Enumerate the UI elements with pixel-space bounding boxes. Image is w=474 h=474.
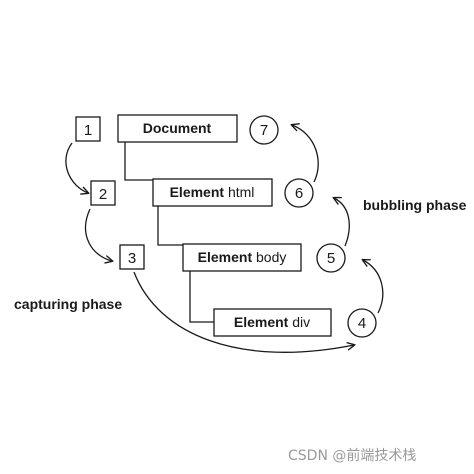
bubble-step-7-circle <box>249 115 279 145</box>
element-div-prefix: Element <box>234 314 289 330</box>
element-document-label: Document <box>143 120 212 136</box>
element-div: Element div <box>213 308 332 337</box>
capturing-phase-label: capturing phase <box>14 296 122 312</box>
bubble-step-7-number: 7 <box>260 122 268 139</box>
element-body-suffix: body <box>252 249 286 265</box>
bubbling-arrows <box>290 123 384 314</box>
arrow-bubble-5-to-6 <box>332 196 350 247</box>
arrow-bubble-6-to-7 <box>290 123 319 183</box>
element-html-label: Element html <box>170 184 255 200</box>
arrow-capture-2-to-3 <box>84 208 114 264</box>
bubble-step-5-circle <box>316 243 346 273</box>
element-body-label: Element body <box>198 249 287 265</box>
element-div-suffix: div <box>288 314 310 330</box>
element-html-box <box>152 178 273 207</box>
tree-connectors <box>124 141 214 323</box>
csdn-watermark: CSDN @前端技术栈 <box>288 447 416 464</box>
capture-step-1-number: 1 <box>84 122 92 139</box>
capture-step-3-number: 3 <box>128 250 136 267</box>
connector-body-div <box>189 271 214 323</box>
connector-html-body <box>157 206 183 246</box>
bubble-step-4-circle <box>347 308 377 338</box>
element-body-prefix: Element <box>198 249 253 265</box>
capture-step-1: 1 <box>75 116 101 142</box>
bubble-step-6-circle <box>284 178 314 208</box>
capture-step-2-number: 2 <box>99 186 107 203</box>
capture-step-1-box <box>75 116 101 142</box>
bubble-step-6-number: 6 <box>295 185 303 202</box>
bubble-step-5-number: 5 <box>327 250 335 267</box>
capture-step-2-box <box>90 180 116 206</box>
capturing-arrows <box>65 142 356 353</box>
element-document-box <box>117 114 238 143</box>
element-document: Document <box>117 114 238 143</box>
element-html-suffix: html <box>224 184 254 200</box>
arrow-capture-1-to-2 <box>65 142 90 195</box>
bubble-step-4: 4 <box>347 308 377 338</box>
arrow-bubble-4-to-5 <box>361 258 384 314</box>
element-html-prefix: Element <box>170 184 225 200</box>
capture-step-3-box <box>119 244 145 270</box>
element-body-box <box>182 243 302 272</box>
element-html: Element html <box>152 178 273 207</box>
element-body: Element body <box>182 243 302 272</box>
bubble-step-7: 7 <box>249 115 279 145</box>
connector-document-html <box>124 141 153 181</box>
capture-step-2: 2 <box>90 180 116 206</box>
capture-step-3: 3 <box>119 244 145 270</box>
arrow-capture-3-to-4 <box>133 271 356 353</box>
bubble-step-6: 6 <box>284 178 314 208</box>
element-div-label: Element div <box>234 314 310 330</box>
bubble-step-5: 5 <box>316 243 346 273</box>
element-div-box <box>213 308 332 337</box>
element-document-prefix: Document <box>143 120 212 136</box>
bubbling-phase-label: bubbling phase <box>363 197 467 213</box>
bubble-step-4-number: 4 <box>358 315 366 332</box>
